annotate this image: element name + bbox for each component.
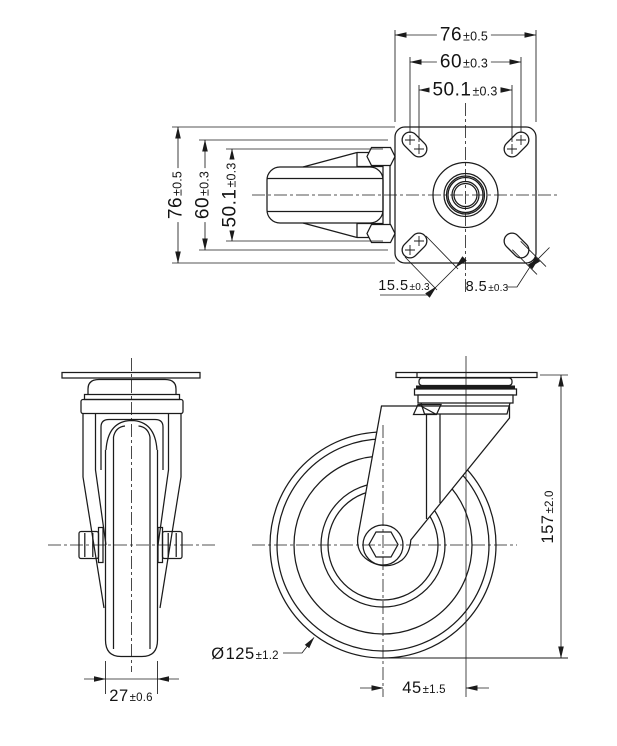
dim-value: 45 <box>402 678 422 697</box>
dim-tolerance: ±0.3 <box>197 170 212 196</box>
top-kingpin-nut-lower <box>366 223 396 244</box>
dim-value: 15.5 <box>378 277 409 294</box>
dimension-lines <box>84 30 568 694</box>
centerlines <box>48 103 560 697</box>
dim-hole-pitch-h: 50.1 ±0.3 <box>429 79 501 101</box>
dim-tolerance: ±0.5 <box>463 29 489 44</box>
dim-value: 125 <box>225 644 255 663</box>
side-top-plate <box>395 371 538 379</box>
dim-tolerance: ±0.3 <box>463 56 489 71</box>
top-view-mounting-slots <box>401 131 530 259</box>
dim-tolerance: ±0.3 <box>224 162 239 188</box>
hole-position-marks <box>405 135 526 255</box>
dim-tolerance: ±2.0 <box>543 490 556 514</box>
slot-width-dim <box>507 240 550 288</box>
dim-value: 50.1 <box>219 188 241 228</box>
dim-swivel-offset: 45 ±1.5 <box>402 680 445 697</box>
dim-plate-width-v: 76 ±0.5 <box>165 167 187 223</box>
top-kingpin-nut-upper <box>366 146 396 167</box>
dim-value: 76 <box>439 24 463 46</box>
dim-value: 76 <box>165 196 187 220</box>
side-view <box>269 356 568 697</box>
dim-plate-width-h: 76 ±0.5 <box>436 24 492 46</box>
dim-tolerance: ±1.5 <box>422 683 446 696</box>
side-swivel-head <box>413 377 518 415</box>
dim-slot-width: 8.5 ±0.3 <box>466 280 509 295</box>
dim-value: 60 <box>192 196 214 220</box>
dim-tolerance: ±0.5 <box>170 170 185 196</box>
dim-value: 8.5 <box>465 278 488 295</box>
dim-overall-height: 157 ±2.0 <box>538 490 557 544</box>
dim-value: 157 <box>538 514 557 544</box>
slot-length-dim <box>380 235 467 298</box>
dim-hole-pitch-v: 50.1 ±0.3 <box>219 159 241 231</box>
front-fork-legs <box>82 413 182 609</box>
dim-tolerance: ±0.3 <box>488 282 509 294</box>
dim-value: 27 <box>109 686 129 705</box>
dim-tolerance: ±0.3 <box>409 281 430 293</box>
dim-slot-length: 15.5 ±0.3 <box>378 279 429 294</box>
dim-tolerance: ±1.2 <box>255 649 279 662</box>
dim-tolerance: ±0.6 <box>129 691 153 704</box>
dim-hole-spacing-h: 60 ±0.3 <box>436 51 492 73</box>
dim-wheel-width: 27 ±0.6 <box>109 688 152 705</box>
front-top-plate <box>61 371 201 379</box>
diameter-symbol: Ø <box>211 644 225 663</box>
dim-wheel-diameter: Ø 125 ±1.2 <box>211 646 278 663</box>
dim-hole-spacing-v: 60 ±0.3 <box>192 167 214 223</box>
wheel-diameter-leader <box>283 637 315 654</box>
front-view <box>61 371 201 658</box>
dim-value: 60 <box>439 51 463 73</box>
dim-value: 50.1 <box>432 79 472 101</box>
front-swivel-head <box>80 378 184 415</box>
dim-tolerance: ±0.3 <box>472 84 498 99</box>
